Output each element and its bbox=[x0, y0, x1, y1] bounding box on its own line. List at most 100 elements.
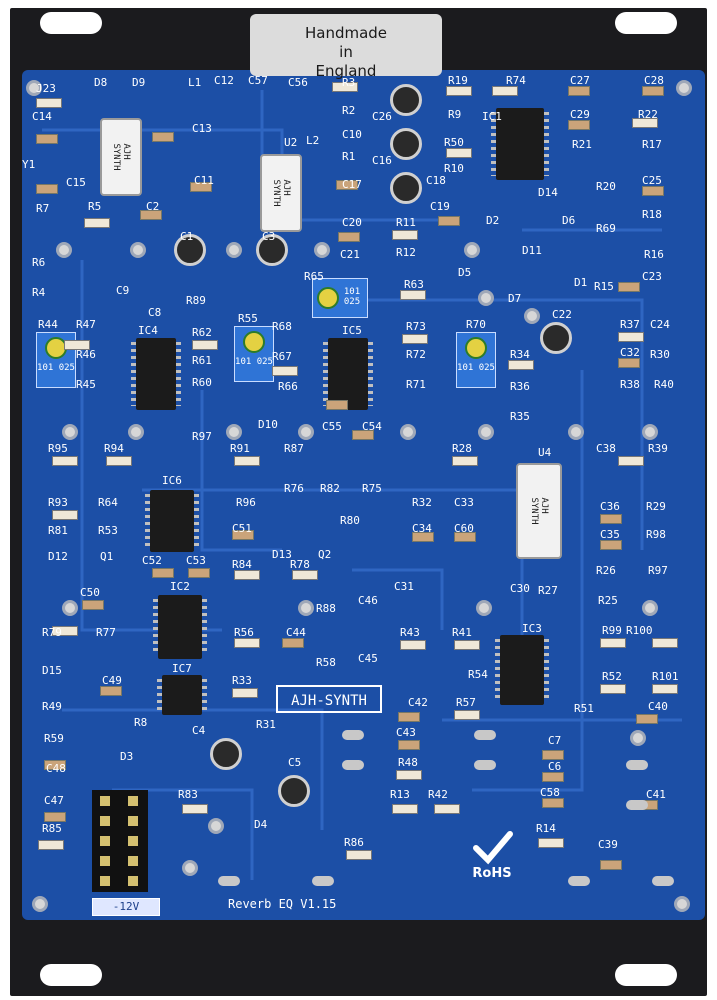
trim-pot-r55[interactable]: 101 025 bbox=[234, 326, 274, 382]
resistor bbox=[446, 86, 472, 96]
smd-capacitor bbox=[44, 812, 66, 822]
mounting-slot-top-left bbox=[40, 12, 102, 34]
silk-c12: C12 bbox=[214, 74, 234, 87]
smd-capacitor bbox=[600, 514, 622, 524]
resistor bbox=[454, 640, 480, 650]
smd-capacitor bbox=[542, 772, 564, 782]
silk-r79: R79 bbox=[42, 626, 62, 639]
silk-r85: R85 bbox=[42, 822, 62, 835]
trim-pot-r70[interactable]: 101 025 bbox=[456, 332, 496, 388]
silk-r99: R99 bbox=[602, 624, 622, 637]
silk-q2: Q2 bbox=[318, 548, 332, 561]
trim-pot-r65[interactable]: 101 025 bbox=[312, 278, 368, 318]
smd-capacitor bbox=[336, 180, 358, 190]
resistor bbox=[106, 456, 132, 466]
silk-r86: R86 bbox=[344, 836, 364, 849]
power-rail-label: -12V bbox=[92, 898, 160, 916]
silk-c1: C1 bbox=[180, 230, 194, 243]
silk-r50: R50 bbox=[444, 136, 464, 149]
label-line-1: Handmade bbox=[304, 24, 388, 42]
silk-r70: R70 bbox=[466, 318, 486, 331]
via-hole bbox=[208, 818, 224, 834]
silk-r97a: R97 bbox=[192, 430, 212, 443]
resistor bbox=[492, 86, 518, 96]
silk-c3: C3 bbox=[262, 230, 276, 243]
rohs-label: RoHS bbox=[472, 866, 512, 881]
silk-c52: C52 bbox=[142, 554, 162, 567]
silk-r30: R30 bbox=[650, 348, 670, 361]
resistor bbox=[618, 332, 644, 342]
silk-c11: C11 bbox=[194, 174, 214, 187]
silk-ic5: IC5 bbox=[342, 324, 362, 337]
mounting-slot-bottom-right bbox=[615, 964, 677, 986]
silk-r4: R4 bbox=[32, 286, 46, 299]
electrolytic-cap-c22 bbox=[540, 322, 572, 354]
resistor bbox=[402, 334, 428, 344]
silk-y1: Y1 bbox=[22, 158, 36, 171]
silk-r34: R34 bbox=[510, 348, 530, 361]
silk-r59: R59 bbox=[44, 732, 64, 745]
smd-capacitor bbox=[398, 712, 420, 722]
silk-ic3: IC3 bbox=[522, 622, 542, 635]
silk-r81: R81 bbox=[48, 524, 68, 537]
silk-d2: D2 bbox=[486, 214, 500, 227]
silk-r61: R61 bbox=[192, 354, 212, 367]
via-hole bbox=[32, 896, 48, 912]
silk-r40: R40 bbox=[654, 378, 674, 391]
smd-capacitor bbox=[44, 760, 66, 770]
silk-r46: R46 bbox=[76, 348, 96, 361]
silk-r87: R87 bbox=[284, 442, 304, 455]
smd-capacitor bbox=[642, 186, 664, 196]
silk-d12: D12 bbox=[48, 550, 68, 563]
smd-capacitor bbox=[438, 216, 460, 226]
silk-r29: R29 bbox=[646, 500, 666, 513]
via-hole bbox=[568, 424, 584, 440]
via-hole bbox=[630, 730, 646, 746]
ic4-chip bbox=[131, 338, 181, 410]
resistor bbox=[234, 638, 260, 648]
resistor bbox=[452, 456, 478, 466]
smd-capacitor bbox=[338, 232, 360, 242]
resistor bbox=[52, 626, 78, 636]
silk-r25: R25 bbox=[598, 594, 618, 607]
silk-c47: C47 bbox=[44, 794, 64, 807]
smd-capacitor bbox=[232, 530, 254, 540]
silk-r14: R14 bbox=[536, 822, 556, 835]
silk-r93: R93 bbox=[48, 496, 68, 509]
silk-c56: C56 bbox=[288, 76, 308, 89]
silk-r19: R19 bbox=[448, 74, 468, 87]
solder-pad bbox=[652, 876, 674, 886]
solder-pad bbox=[474, 730, 496, 740]
silk-c53: C53 bbox=[186, 554, 206, 567]
smd-capacitor bbox=[82, 600, 104, 610]
solder-pad bbox=[474, 760, 496, 770]
ic5-chip bbox=[323, 338, 373, 410]
silk-r96: R96 bbox=[236, 496, 256, 509]
resistor bbox=[508, 360, 534, 370]
silk-c20: C20 bbox=[342, 216, 362, 229]
silk-r1: R1 bbox=[342, 150, 356, 163]
silk-c26: C26 bbox=[372, 110, 392, 123]
resistor bbox=[38, 840, 64, 850]
via-hole bbox=[676, 80, 692, 96]
silk-c17: C17 bbox=[342, 178, 362, 191]
silk-r54: R54 bbox=[468, 668, 488, 681]
resistor bbox=[400, 290, 426, 300]
silk-r44: R44 bbox=[38, 318, 58, 331]
silk-r11: R11 bbox=[396, 216, 416, 229]
silk-c48: C48 bbox=[46, 762, 66, 775]
via-hole bbox=[130, 242, 146, 258]
silk-c36: C36 bbox=[600, 500, 620, 513]
smd-capacitor bbox=[36, 184, 58, 194]
via-hole bbox=[478, 290, 494, 306]
silk-ic4: IC4 bbox=[138, 324, 158, 337]
via-hole bbox=[464, 242, 480, 258]
silk-c58: C58 bbox=[540, 786, 560, 799]
silk-r45: R45 bbox=[76, 378, 96, 391]
ic3-chip bbox=[495, 635, 549, 705]
board-version: Reverb EQ V1.15 bbox=[228, 897, 337, 911]
silk-r9: R9 bbox=[448, 108, 462, 121]
silk-c34: C34 bbox=[412, 522, 432, 535]
smd-capacitor bbox=[568, 86, 590, 96]
silk-r33: R33 bbox=[232, 674, 252, 687]
